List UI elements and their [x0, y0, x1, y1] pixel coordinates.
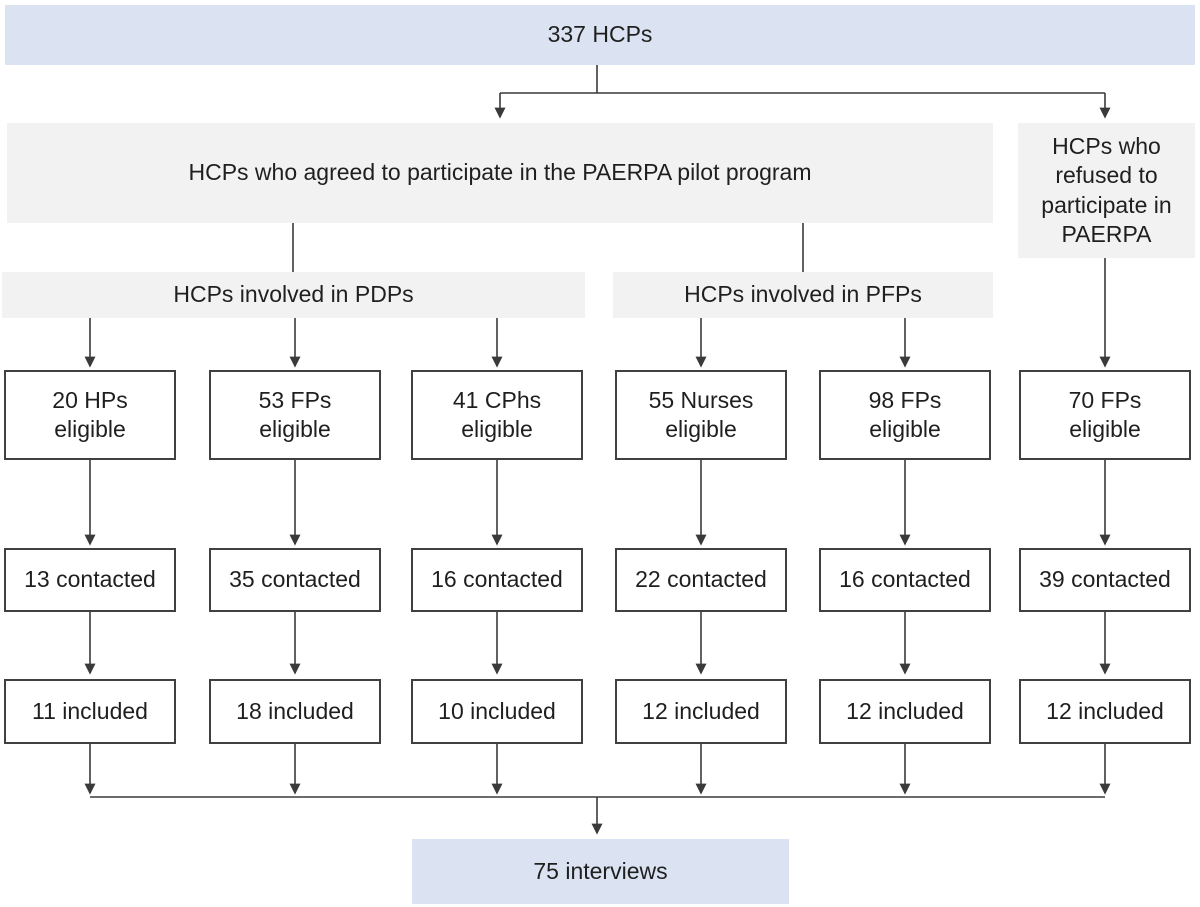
- eligible-box-6: 70 FPs eligible: [1019, 370, 1191, 460]
- total-hcps-box: 337 HCPs: [5, 5, 1195, 65]
- included-label-3: 10 included: [438, 697, 556, 724]
- included-label-4: 12 included: [642, 697, 760, 724]
- included-label-2: 18 included: [236, 697, 354, 724]
- included-box-1: 11 included: [4, 679, 176, 744]
- included-box-2: 18 included: [209, 679, 381, 744]
- contacted-label-2: 35 contacted: [229, 566, 361, 593]
- contacted-box-1: 13 contacted: [4, 548, 176, 612]
- agreed-label: HCPs who agreed to participate in the PA…: [188, 159, 812, 186]
- included-label-1: 11 included: [32, 697, 148, 724]
- pfp-group-box: HCPs involved in PFPs: [613, 272, 993, 318]
- result-box: 75 interviews: [412, 839, 789, 904]
- pdp-group-box: HCPs involved in PDPs: [2, 272, 585, 318]
- contacted-label-6: 39 contacted: [1039, 566, 1171, 593]
- contacted-label-4: 22 contacted: [635, 566, 767, 593]
- pdp-group-label: HCPs involved in PDPs: [173, 281, 414, 308]
- contacted-box-3: 16 contacted: [411, 548, 583, 612]
- contacted-label-3: 16 contacted: [431, 566, 563, 593]
- eligible-box-5: 98 FPs eligible: [819, 370, 991, 460]
- included-box-6: 12 included: [1019, 679, 1191, 744]
- refused-box: HCPs who refused to participate in PAERP…: [1018, 123, 1195, 258]
- contacted-box-6: 39 contacted: [1019, 548, 1191, 612]
- eligible-box-3: 41 CPhs eligible: [411, 370, 583, 460]
- eligible-label-3: 41 CPhs eligible: [452, 386, 542, 442]
- contacted-label-5: 16 contacted: [839, 566, 971, 593]
- eligible-label-5: 98 FPs eligible: [868, 386, 942, 442]
- included-box-4: 12 included: [615, 679, 787, 744]
- eligible-label-4: 55 Nurses eligible: [648, 386, 754, 442]
- eligible-box-4: 55 Nurses eligible: [615, 370, 787, 460]
- contacted-label-1: 13 contacted: [24, 566, 156, 593]
- agreed-box: HCPs who agreed to participate in the PA…: [7, 123, 993, 223]
- included-label-6: 12 included: [1046, 697, 1164, 724]
- pfp-group-label: HCPs involved in PFPs: [684, 281, 922, 308]
- eligible-label-6: 70 FPs eligible: [1068, 386, 1142, 442]
- result-label: 75 interviews: [533, 857, 668, 884]
- eligible-label-1: 20 HPs eligible: [52, 386, 128, 442]
- eligible-box-2: 53 FPs eligible: [209, 370, 381, 460]
- eligible-label-2: 53 FPs eligible: [258, 386, 332, 442]
- total-hcps-label: 337 HCPs: [547, 21, 653, 48]
- contacted-box-4: 22 contacted: [615, 548, 787, 612]
- included-label-5: 12 included: [846, 697, 964, 724]
- eligible-box-1: 20 HPs eligible: [4, 370, 176, 460]
- refused-label: HCPs who refused to participate in PAERP…: [1041, 132, 1172, 247]
- included-box-3: 10 included: [411, 679, 583, 744]
- included-box-5: 12 included: [819, 679, 991, 744]
- contacted-box-2: 35 contacted: [209, 548, 381, 612]
- contacted-box-5: 16 contacted: [819, 548, 991, 612]
